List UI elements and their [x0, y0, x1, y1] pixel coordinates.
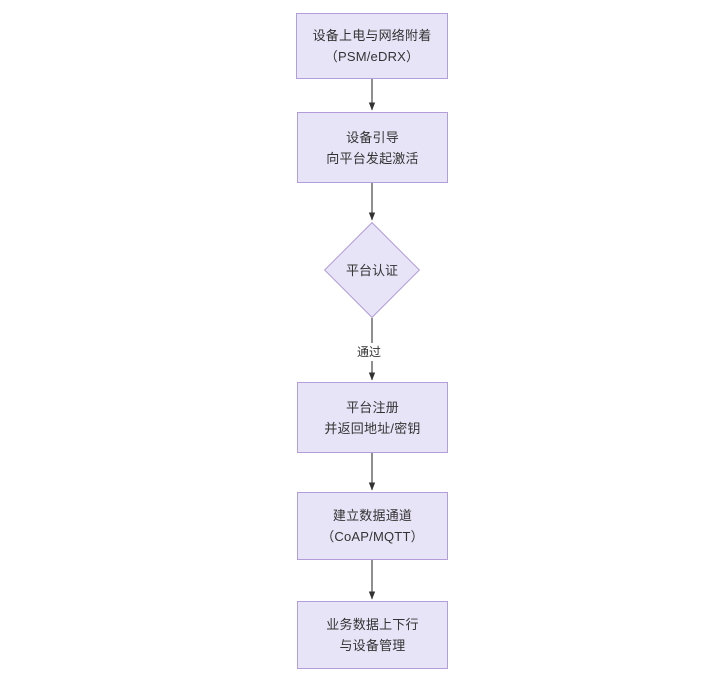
node-register-label: 平台注册 并返回地址/密钥 — [324, 399, 421, 436]
node-data-channel[interactable]: 建立数据通道 （CoAP/MQTT） — [297, 492, 448, 560]
node-device-power-on[interactable]: 设备上电与网络附着 （PSM/eDRX） — [296, 13, 448, 79]
node-business-data[interactable]: 业务数据上下行 与设备管理 — [297, 601, 448, 669]
node-bootstrap-label: 设备引导 向平台发起激活 — [326, 129, 419, 166]
node-platform-authentication[interactable]: 平台认证 — [323, 221, 421, 319]
node-auth-label: 平台认证 — [345, 262, 398, 278]
node-device-bootstrap[interactable]: 设备引导 向平台发起激活 — [297, 112, 448, 183]
node-business-label: 业务数据上下行 与设备管理 — [326, 617, 419, 653]
node-power-on-label: 设备上电与网络附着 （PSM/eDRX） — [312, 28, 432, 64]
edge-label-pass: 通过 — [355, 343, 384, 361]
node-channel-label: 建立数据通道 （CoAP/MQTT） — [321, 508, 424, 544]
node-platform-register[interactable]: 平台注册 并返回地址/密钥 — [297, 382, 448, 453]
